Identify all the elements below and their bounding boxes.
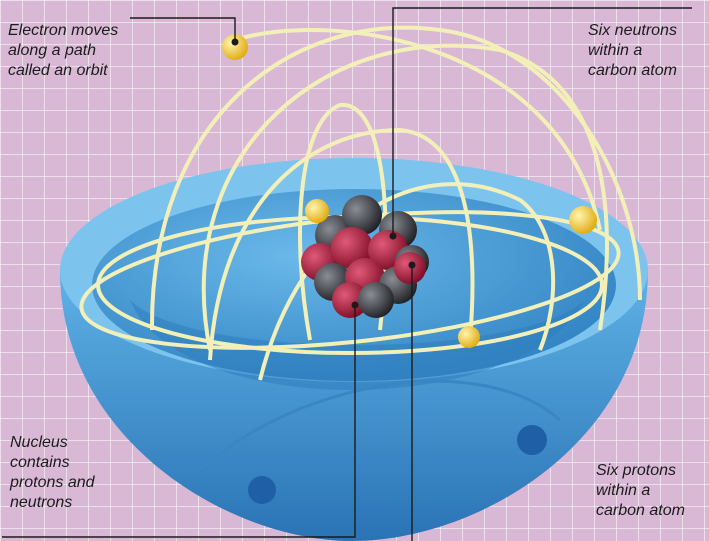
bowl-dot-left bbox=[248, 476, 276, 504]
label-line: Six protons bbox=[596, 462, 677, 479]
label-six-protons: Six protons within a carbon atom bbox=[596, 461, 685, 521]
hemisphere-inner-depth bbox=[130, 300, 585, 390]
label-line: contains bbox=[10, 454, 70, 471]
label-line: along a path bbox=[8, 42, 97, 59]
leader-electron bbox=[130, 17, 236, 44]
label-line: within a bbox=[588, 42, 643, 59]
nucleus bbox=[301, 195, 429, 318]
orbit-inner-trace bbox=[198, 379, 561, 472]
orbit-large-arc-2 bbox=[201, 43, 609, 351]
electron-2 bbox=[305, 199, 329, 223]
label-nucleus: Nucleus contains protons and neutrons bbox=[10, 433, 95, 513]
label-line: carbon atom bbox=[596, 502, 685, 519]
label-line: neutrons bbox=[10, 494, 73, 511]
leader-neutrons bbox=[392, 7, 692, 236]
leader-nucleus bbox=[2, 305, 356, 538]
electron-1 bbox=[222, 34, 248, 60]
orbit-large-arc-3 bbox=[234, 27, 602, 231]
label-line: carbon atom bbox=[588, 62, 677, 79]
label-six-neutrons: Six neutrons within a carbon atom bbox=[588, 21, 677, 81]
label-line: Electron moves bbox=[8, 22, 119, 39]
label-line: Six neutrons bbox=[588, 22, 677, 39]
label-line: Nucleus bbox=[10, 434, 68, 451]
electron-4 bbox=[458, 326, 480, 348]
leader-lines bbox=[2, 7, 692, 541]
label-line: within a bbox=[596, 482, 651, 499]
bowl-dot-right bbox=[517, 425, 547, 455]
electrons bbox=[222, 34, 597, 348]
label-electron-orbit: Electron moves along a path called an or… bbox=[8, 21, 118, 81]
leader-endpoints bbox=[231, 38, 416, 309]
electron-3 bbox=[569, 206, 597, 234]
label-line: called an orbit bbox=[8, 62, 108, 79]
label-line: protons and bbox=[10, 474, 95, 491]
orbit-large-arc-1 bbox=[149, 25, 642, 331]
